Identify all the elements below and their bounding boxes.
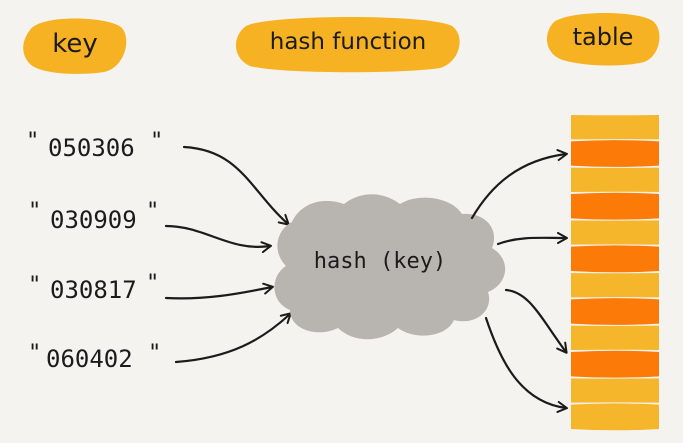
key-quote-open: " xyxy=(28,199,41,224)
key-arrows xyxy=(164,145,292,364)
key-item: " 050306 " xyxy=(26,129,163,162)
key-value: 030817 xyxy=(50,276,137,304)
table-header: table xyxy=(546,13,660,66)
hash-function-header: hash function xyxy=(235,17,460,73)
table-slot xyxy=(571,403,659,431)
key-item: " 030817 " xyxy=(28,271,159,304)
key-quote-open: " xyxy=(28,273,41,298)
table-slot xyxy=(571,167,659,192)
arrow xyxy=(484,316,568,413)
table-slot xyxy=(571,273,659,298)
table-slot-highlighted xyxy=(571,350,659,378)
arrow xyxy=(174,312,292,364)
table-header-pill xyxy=(546,13,660,66)
key-quote-close: " xyxy=(146,199,159,224)
hash-function-label: hash (key) xyxy=(314,249,446,274)
cloud-shape xyxy=(274,194,506,340)
arrow xyxy=(470,149,568,220)
key-quote-open: " xyxy=(28,341,41,366)
arrow xyxy=(496,231,568,246)
arrow xyxy=(164,224,272,254)
key-quote-close: " xyxy=(150,129,163,154)
key-value: 030909 xyxy=(50,206,137,234)
key-list: " 050306 " " 030909 " " 030817 " " 06040… xyxy=(26,129,163,373)
table-slot-highlighted xyxy=(571,298,659,325)
table-slot xyxy=(571,220,659,245)
table-slot xyxy=(571,378,659,403)
table-arrows xyxy=(470,149,568,413)
key-quote-close: " xyxy=(146,271,159,296)
table-slot-highlighted xyxy=(571,140,659,167)
hash-function-header-pill xyxy=(235,17,460,73)
table-slot xyxy=(571,115,659,140)
key-value: 060402 xyxy=(46,345,133,373)
key-header-label: key xyxy=(52,29,98,59)
key-header-pill xyxy=(23,18,127,74)
key-item: " 030909 " xyxy=(28,199,159,234)
arrow xyxy=(164,282,274,300)
hash-table xyxy=(571,115,659,431)
key-item: " 060402 " xyxy=(28,341,161,373)
table-header-label: table xyxy=(573,23,634,51)
hash-cloud: hash (key) xyxy=(274,194,506,340)
hash-function-header-label: hash function xyxy=(270,29,427,55)
arrow xyxy=(504,288,568,354)
key-quote-open: " xyxy=(26,129,39,154)
key-header: key xyxy=(23,18,127,74)
key-quote-close: " xyxy=(148,341,161,366)
table-slot-highlighted xyxy=(571,245,659,273)
table-slot xyxy=(571,325,659,350)
key-value: 050306 xyxy=(48,134,135,162)
table-slot-highlighted xyxy=(571,192,659,220)
arrow xyxy=(182,145,290,226)
